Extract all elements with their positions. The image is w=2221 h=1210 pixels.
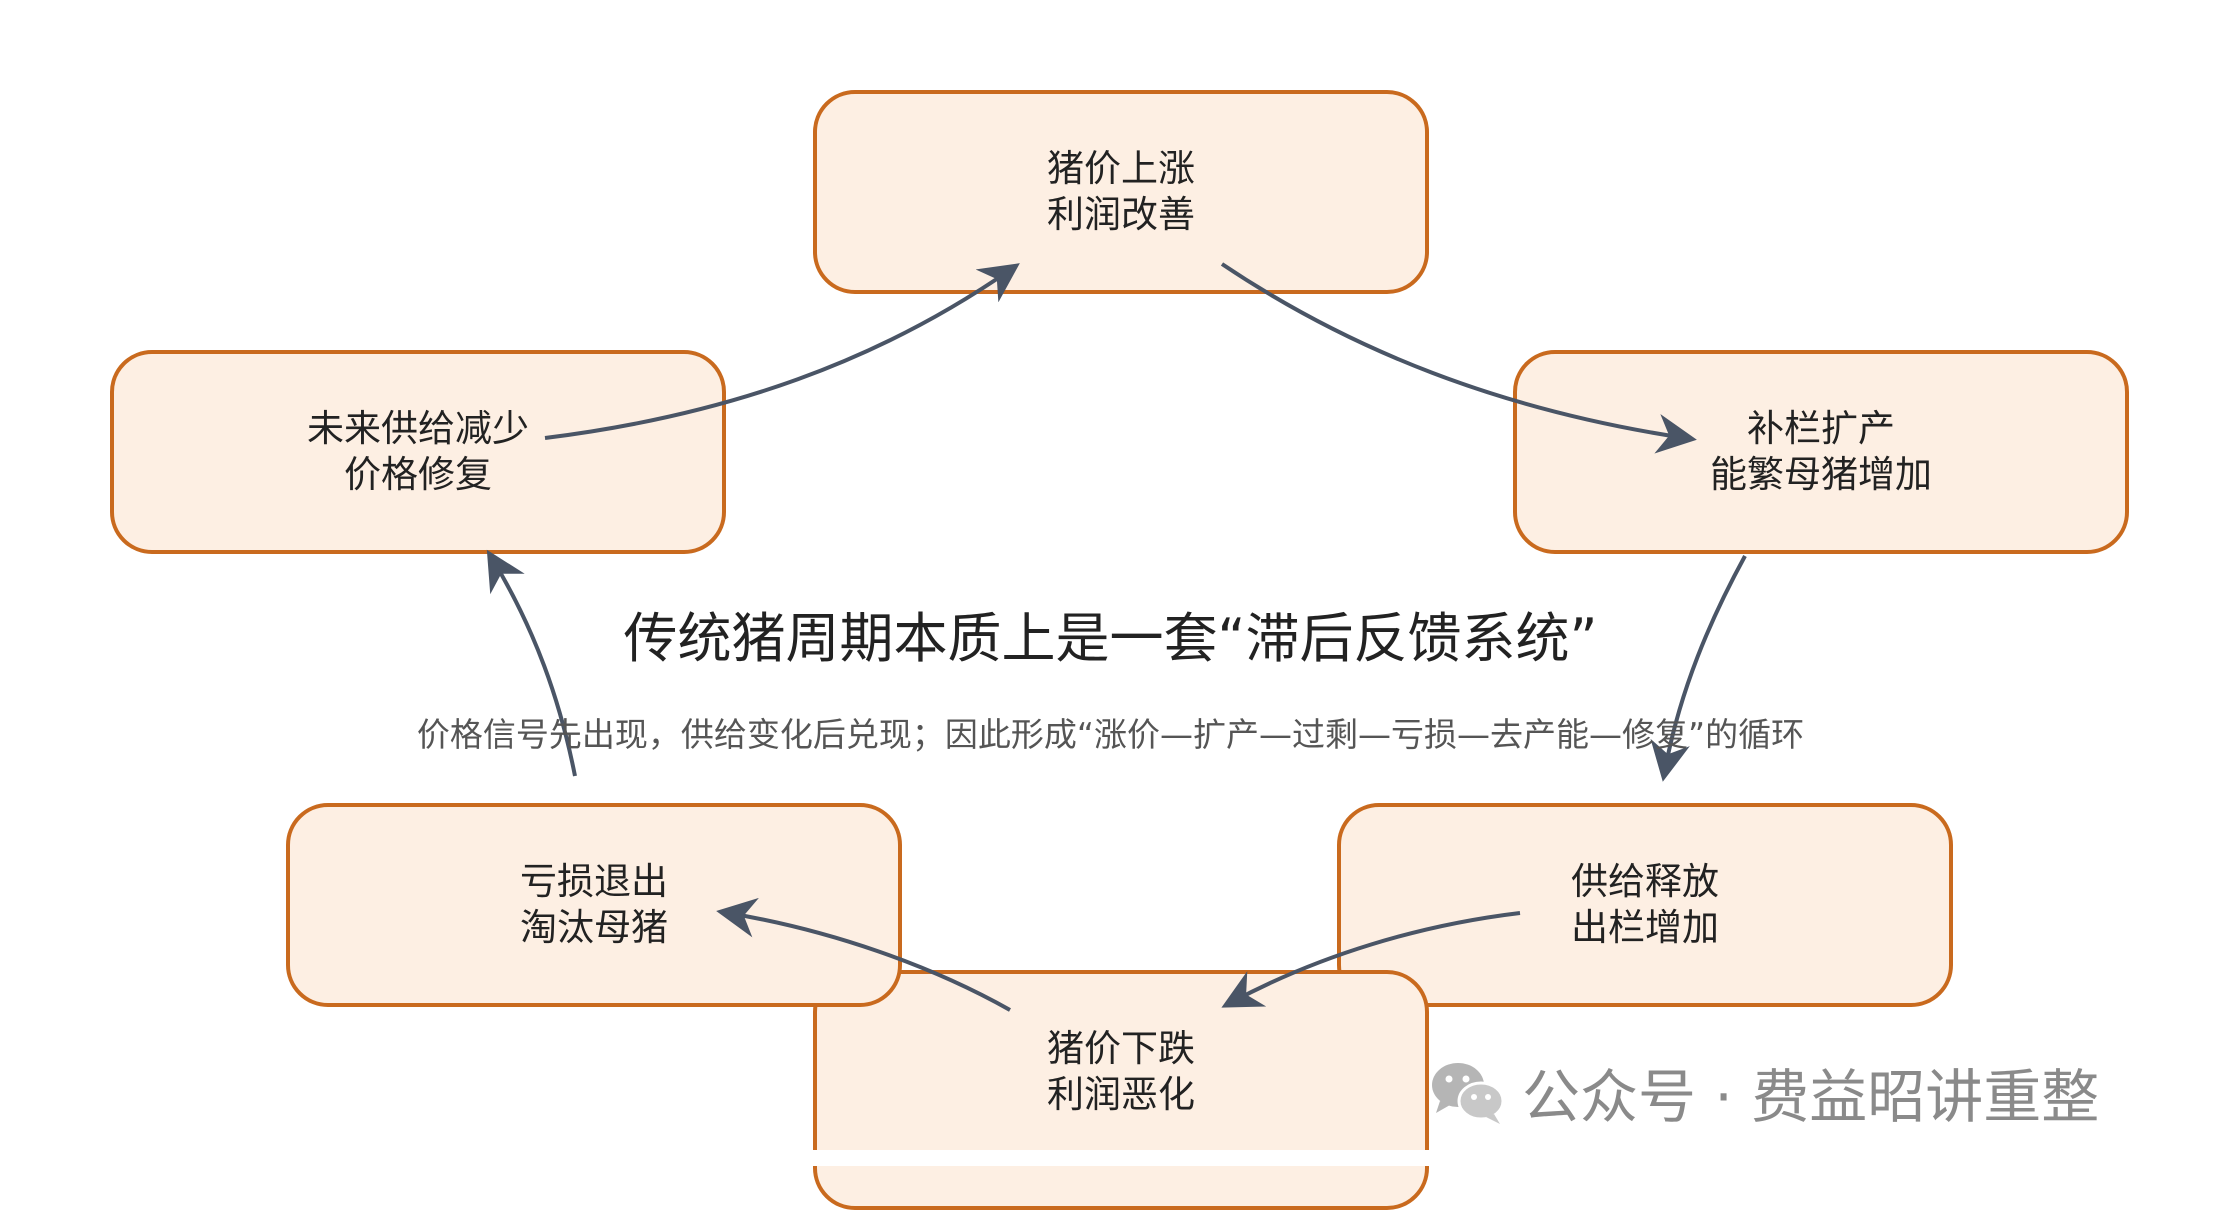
node-supply-release: 供给释放 出栏增加 [1337,803,1953,1007]
cycle-arrows [486,262,1747,1012]
bottom-crop-strip [0,1150,2221,1166]
node-line: 猪价下跌 [1047,1027,1195,1070]
node-price-rise: 猪价上涨 利润改善 [813,90,1429,294]
node-line: 淘汰母猪 [520,906,668,949]
node-line: 补栏扩产 [1747,407,1895,450]
watermark-text: 公众号 · 费益昭讲重整 [1522,1063,2100,1131]
node-line: 未来供给减少 [307,407,529,450]
node-line: 猪价上涨 [1047,147,1195,190]
node-line: 价格修复 [344,453,492,496]
node-line: 出栏增加 [1571,906,1719,949]
arrow-lowleft-to-left [486,549,577,777]
node-line: 利润改善 [1047,193,1195,236]
node-supply-decrease: 未来供给减少 价格修复 [110,350,726,554]
watermark: 公众号 · 费益昭讲重整 [1428,1050,2099,1134]
center-subtitle: 价格信号先出现，供给变化后兑现；因此形成“涨价—扩产—过剩—亏损—去产能—修复”… [416,715,1805,754]
arrow-bottom-to-lowleft [716,897,1011,1012]
node-loss-exit: 亏损退出 淘汰母猪 [286,803,902,1007]
node-line: 利润恶化 [1047,1073,1195,1116]
node-line: 能繁母猪增加 [1710,453,1932,496]
node-line: 供给释放 [1571,860,1719,903]
wechat-icon [1432,1063,1505,1124]
cycle-diagram: 猪价上涨 利润改善 补栏扩产 能繁母猪增加 未来供给减少 价格修复 供给释放 出… [0,90,2221,1210]
center-title: 传统猪周期本质上是一套“滞后反馈系统” [623,607,1598,670]
arrow-lowright-to-bottom [1221,911,1521,1008]
arrow-left-to-top [544,263,1020,440]
node-line: 亏损退出 [520,860,668,903]
arrow-right-to-lowright [1650,555,1747,782]
node-expand-capacity: 补栏扩产 能繁母猪增加 [1513,350,2129,554]
arrow-top-to-right [1220,262,1697,454]
